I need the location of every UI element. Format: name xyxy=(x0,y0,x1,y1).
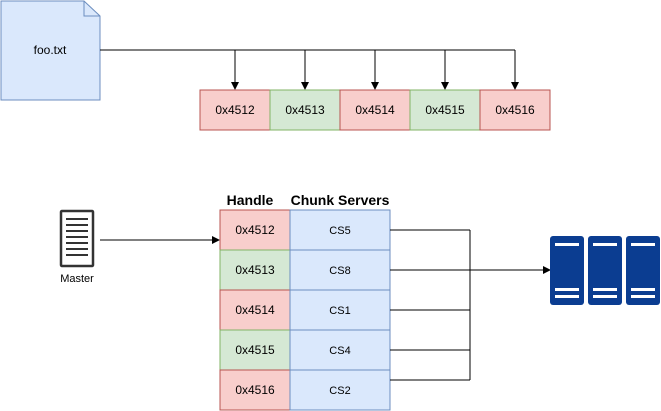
handle-cell: 0x4515 xyxy=(235,343,275,357)
table-row: 0x4513 CS8 xyxy=(219,249,391,291)
file-name: foo.txt xyxy=(34,43,67,57)
table-row: 0x4516 CS2 xyxy=(219,369,391,411)
chunk-servers-rack-icon xyxy=(550,236,660,305)
chunk-cell: 0x4513 xyxy=(269,89,341,131)
server-cell: CS2 xyxy=(329,385,350,397)
master-server-icon xyxy=(59,209,95,268)
chunk-row: 0x4512 0x4513 0x4514 0x4515 0x4516 xyxy=(199,89,551,131)
servers-header: Chunk Servers xyxy=(291,192,390,208)
server-cell: CS1 xyxy=(329,305,350,317)
chunk-table: 0x4512 CS5 0x4513 CS8 0x4514 CS1 0x4515 … xyxy=(219,209,391,411)
handle-header: Handle xyxy=(227,192,274,208)
table-row: 0x4512 CS5 xyxy=(219,209,391,251)
handle-cell: 0x4516 xyxy=(235,383,275,397)
table-row: 0x4514 CS1 xyxy=(219,289,391,331)
chunk-cell: 0x4515 xyxy=(409,89,481,131)
chunk-cell: 0x4514 xyxy=(339,89,411,131)
chunk-label: 0x4515 xyxy=(425,103,465,117)
server-cell: CS5 xyxy=(329,225,350,237)
file-document: foo.txt xyxy=(0,0,101,101)
handle-cell: 0x4513 xyxy=(235,263,275,277)
server-cell: CS4 xyxy=(329,345,350,357)
handle-cell: 0x4512 xyxy=(235,223,275,237)
chunk-label: 0x4514 xyxy=(355,103,395,117)
server-cell: CS8 xyxy=(329,265,350,277)
chunk-label: 0x4513 xyxy=(285,103,325,117)
table-row: 0x4515 CS4 xyxy=(219,329,391,371)
servers-to-rack-connectors xyxy=(390,229,551,381)
chunk-label: 0x4516 xyxy=(495,103,535,117)
handle-cell: 0x4514 xyxy=(235,303,275,317)
chunk-label: 0x4512 xyxy=(215,103,255,117)
chunk-cell: 0x4516 xyxy=(479,89,551,131)
master-label: Master xyxy=(60,273,94,285)
file-to-chunks-connectors xyxy=(100,49,519,90)
chunk-cell: 0x4512 xyxy=(199,89,271,131)
